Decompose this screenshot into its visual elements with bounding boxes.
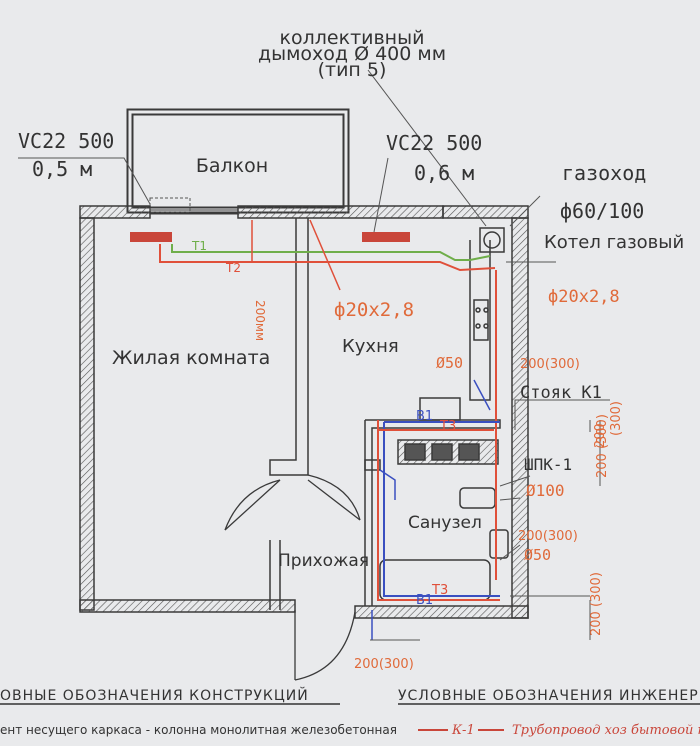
label-t3-bottom: T3 xyxy=(431,583,448,598)
label-gas-flue: газоход xyxy=(562,161,646,185)
label-gas-flue-size: ф60/100 xyxy=(560,199,644,223)
legend-constructions-note: ент несущего каркаса - колонна монолитна… xyxy=(0,723,397,737)
label-kitchen: Кухня xyxy=(342,336,399,357)
exterior-walls xyxy=(79,205,529,619)
label-chimney-2: дымоход Ø 400 мм xyxy=(258,43,446,65)
label-pipe-20x28-right: ф20х2,8 xyxy=(548,287,620,307)
label-boiler: Котел газовый xyxy=(544,232,684,253)
label-vc-left-2: 0,5 м xyxy=(32,157,92,181)
label-hallway: Прихожая xyxy=(278,551,369,571)
doors xyxy=(224,474,361,681)
label-pipe-t2: T2 xyxy=(225,261,241,275)
label-b1-top: B1 xyxy=(416,409,433,424)
legend-constructions-title: ОВНЫЕ ОБОЗНАЧЕНИЯ КОНСТРУКЦИЙ xyxy=(0,686,309,704)
label-pipe-t1: T1 xyxy=(191,239,207,253)
interior-walls xyxy=(269,218,509,610)
legend-pipe-desc: Трубопровод хоз бытовой к xyxy=(512,723,700,738)
label-dim-200-300-a: 200(300) xyxy=(520,357,580,372)
label-t3-top: T3 xyxy=(439,419,456,434)
label-vc-right-2: 0,6 м xyxy=(414,161,474,185)
label-riser-k1: Стояк К1 xyxy=(520,383,602,403)
label-dim-200-a: 200 xyxy=(593,423,608,448)
label-pipe-20x28-center: ф20х2,8 xyxy=(334,299,414,321)
label-living-room: Жилая комната xyxy=(112,347,270,369)
label-vc-left-1: VC22 500 xyxy=(18,129,114,153)
label-dim-200-300-side: 200 (300) xyxy=(595,414,610,478)
label-d50-bottom: Ø50 xyxy=(524,546,551,564)
plan-labels: коллективный дымоход Ø 400 мм (тип 5) VC… xyxy=(18,27,684,672)
radiators xyxy=(130,197,410,242)
legend-engineering-title: УСЛОВНЫЕ ОБОЗНАЧЕНИЯ ИНЖЕНЕРН xyxy=(398,688,700,704)
label-dim-200mm: 200мм xyxy=(253,300,267,341)
label-balcony: Балкон xyxy=(196,155,268,177)
label-chimney-1: коллективный xyxy=(280,27,425,49)
pipes xyxy=(159,219,500,640)
label-d100: Ø100 xyxy=(526,481,565,500)
label-vc-right-1: VC22 500 xyxy=(386,131,482,155)
label-shpk: ШПК-1 xyxy=(524,455,572,474)
label-dim-200-300-bottom-side: 200 (300) xyxy=(589,572,604,636)
legend-pipe-code: К-1 xyxy=(451,723,475,738)
label-d50-top: Ø50 xyxy=(436,354,463,372)
label-chimney-3: (тип 5) xyxy=(318,59,387,81)
legend: ОВНЫЕ ОБОЗНАЧЕНИЯ КОНСТРУКЦИЙ УСЛОВНЫЕ О… xyxy=(0,686,700,738)
label-dim-300-a: (300) xyxy=(609,401,624,436)
label-dim-200-300-c: 200(300) xyxy=(354,657,414,672)
leader-lines xyxy=(18,69,610,641)
label-b1-bottom: B1 xyxy=(416,593,433,608)
label-bathroom: Санузел xyxy=(408,513,482,533)
label-dim-200-300-b: 200(300) xyxy=(518,529,578,544)
